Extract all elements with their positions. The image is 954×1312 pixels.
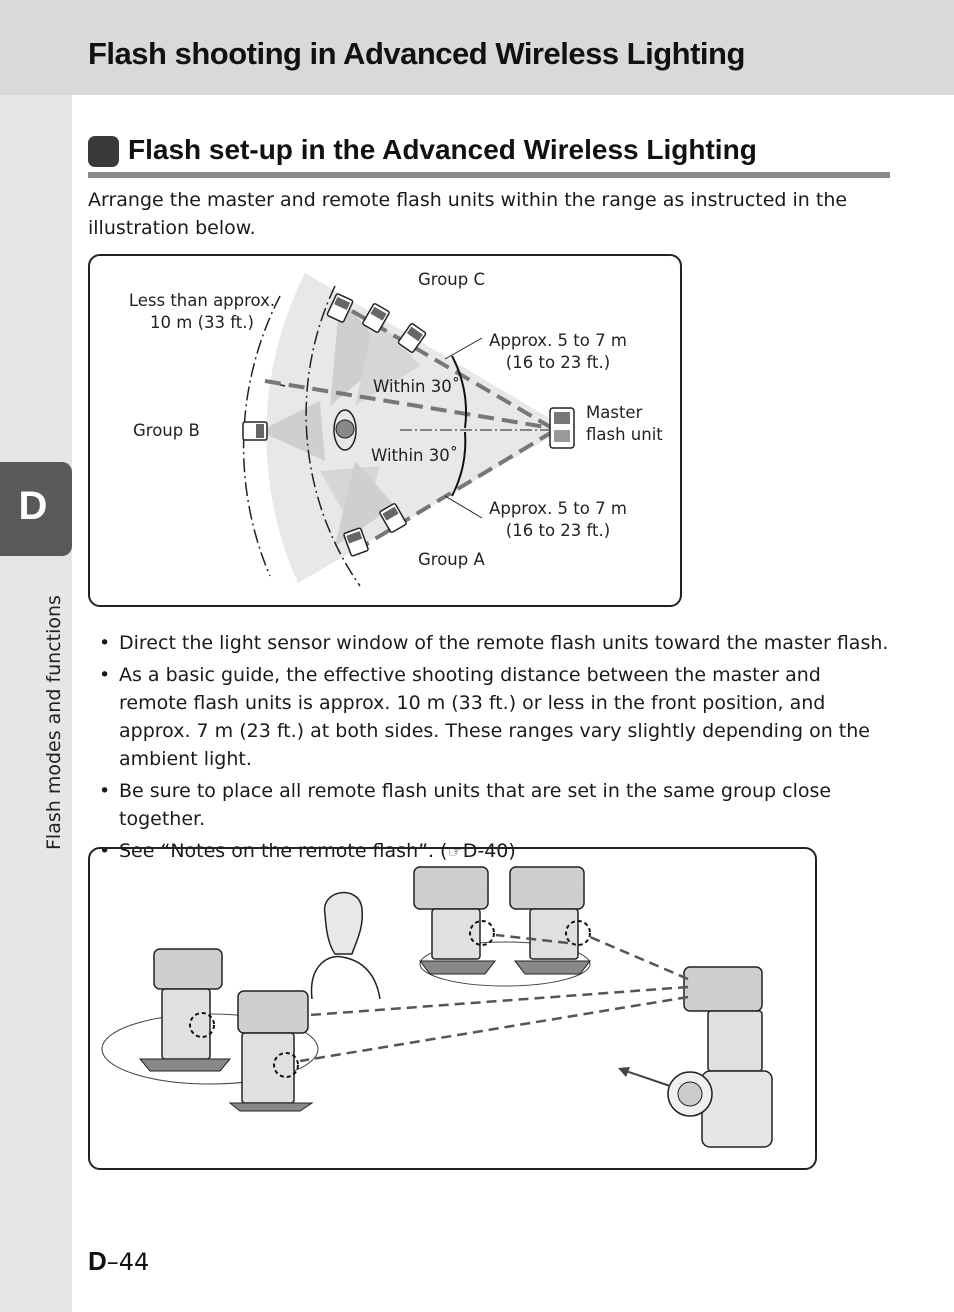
subject-icon [333,409,357,451]
section-title: Flash set-up in the Advanced Wireless Li… [128,134,757,165]
group-a-light-cone [335,461,395,546]
range-diagram: Less than approx. 10 m (33 ft.) Group C … [88,254,682,607]
front-axis [264,379,553,430]
list-item: As a basic guide, the effective shooting… [99,661,891,773]
section-rule [88,172,890,178]
range-label-line: Less than approx. [128,291,276,310]
setup-scene-illustration [88,847,817,1170]
setup-scene-drawing [101,866,773,1148]
chapter-tab[interactable] [0,462,72,556]
page-number: D–44 [88,1246,149,1277]
master-label-line: Master [586,403,643,422]
master-flash-label: Master flash unit [586,402,663,446]
flash-unit-icon [242,421,268,441]
side-bar [0,95,72,1312]
list-item: Direct the light sensor window of the re… [99,629,891,657]
angle-label-upper: Within 30˚ [373,377,460,396]
distance-label-lower: Approx. 5 to 7 m (16 to 23 ft.) [483,498,633,542]
flash-unit-icon [379,503,407,533]
remote-flash-unit [413,866,497,975]
angle-label-lower: Within 30˚ [371,446,458,465]
signal-arrow [299,995,689,1063]
remote-flash-unit [228,990,314,1112]
upper-side-axis [350,309,554,430]
signal-arrow [589,935,689,981]
distance-label-line: (16 to 23 ft.) [505,353,611,372]
distance-label-line: (16 to 23 ft.) [505,521,611,540]
camera-direction-arrow [619,1068,671,1087]
instruction-list: Direct the light sensor window of the re… [99,629,891,870]
chapter-letter: D [18,484,48,528]
subject-head-icon [335,419,355,439]
distance-label-line: Approx. 5 to 7 m [489,499,627,518]
lower-leader-line [444,495,483,519]
group-c-light-cone [330,296,390,406]
upper-leader-line [444,337,483,360]
notes-reference-close: ) [508,840,516,862]
notes-reference-item: See “Notes on the remote flash”. (☞D-40) [99,837,891,866]
master-camera-flash [667,966,773,1148]
group-a-label: Group A [418,550,485,569]
range-label: Less than approx. 10 m (33 ft.) [118,290,286,334]
arrowhead-icon [618,1067,630,1077]
master-label-line: flash unit [586,425,663,444]
range-diagram-illustration [242,273,575,587]
distance-label-upper: Approx. 5 to 7 m (16 to 23 ft.) [483,330,633,374]
flash-unit-icon [362,303,390,333]
group-floor-ellipse [419,941,591,987]
group-c-light-cone [355,316,420,406]
notes-reference-text: See “Notes on the remote flash”. ( [119,840,448,862]
page-number-suffix: –44 [106,1248,150,1276]
section-bullet-icon [88,136,119,167]
range-label-line: 10 m (33 ft.) [150,313,254,332]
group-b-light-cone [260,401,325,461]
lower-side-axis [353,430,554,553]
person-subject [310,892,381,1000]
master-flash-icon [549,407,575,449]
section-side-label: Flash modes and functions [43,595,65,850]
lower-angle-arc [451,431,467,497]
group-c-label: Group C [418,270,485,289]
group-b-label: Group B [133,421,200,440]
inner-range-arc [305,285,361,587]
upper-angle-arc [451,355,468,429]
remote-flash-unit [509,866,592,975]
distance-label-line: Approx. 5 to 7 m [489,331,627,350]
notes-reference-link[interactable]: D-40 [462,840,509,862]
flash-unit-icon [343,527,369,557]
page-title: Flash shooting in Advanced Wireless Ligh… [88,36,745,71]
intro-paragraph: Arrange the master and remote flash unit… [88,189,848,239]
remote-flash-unit [138,948,232,1072]
flash-unit-icon [397,323,427,353]
signal-arrow [495,933,569,945]
list-item: Be sure to place all remote flash units … [99,777,891,833]
page-number-prefix: D [88,1246,107,1276]
header-band [0,0,954,95]
flash-unit-icon [326,293,354,323]
